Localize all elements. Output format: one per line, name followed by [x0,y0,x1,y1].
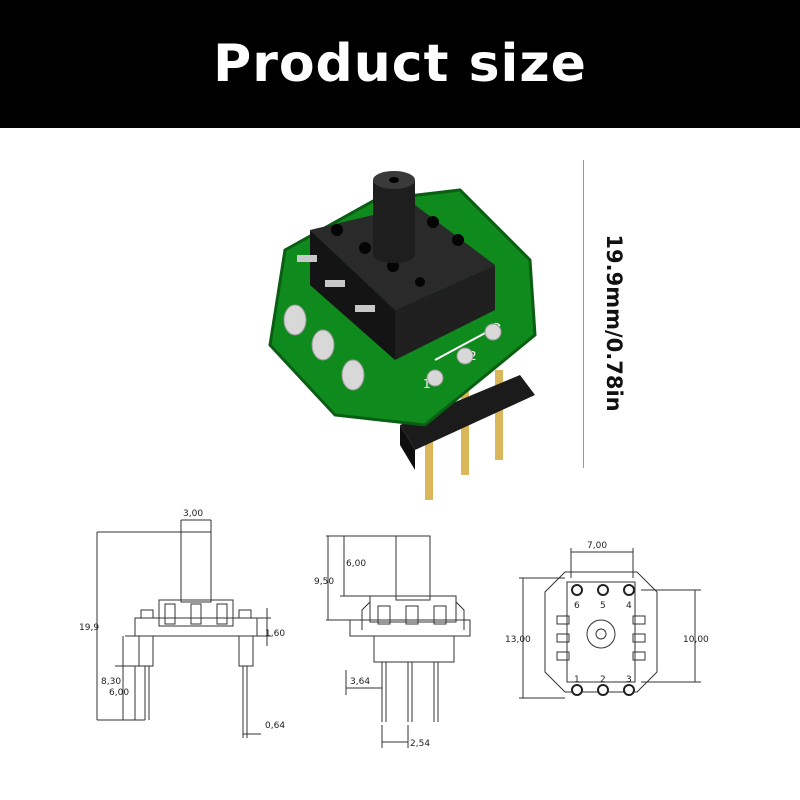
sensor-photo: 1 2 3 [268,171,537,500]
pin-number: 3 [626,675,632,685]
sensor-nozzle [373,180,415,255]
solder-pad [341,359,365,391]
dim-nozzle-height: 6,00 [346,559,366,569]
side-view-drawing: 3,00 19,9 1,60 8,30 6,00 0,64 [79,509,285,738]
pin-header-block [400,375,535,450]
pin-hole [597,684,609,696]
pin-hole [623,684,635,696]
dim-offset: 3,64 [350,677,370,687]
pin-number: 4 [626,601,632,611]
height-dimension-line [583,160,584,468]
dim-inner-height: 10,00 [683,635,709,645]
dim-total-height: 19,9 [79,623,99,633]
dim-body-height: 1,60 [265,629,285,639]
dim-pitch: 2,54 [410,739,430,749]
front-view-drawing: 6,00 9,50 3,64 2,54 [314,535,471,749]
solder-pad [484,323,502,341]
header-pin [425,390,433,500]
dim-outer-height: 13,00 [505,635,531,645]
pin-hole [623,584,635,596]
pin-hole [597,584,609,596]
height-dimension-wrapper: 19.9mm/0.78in [596,228,632,418]
silk-label: 1 [423,377,431,391]
solder-pad [283,304,307,336]
dim-inner-width: 7,00 [587,541,607,551]
top-view-drawing: 7,00 13,00 10,00 6 5 4 1 2 3 [505,541,709,699]
header-pin [495,370,503,460]
pin-number: 6 [574,601,580,611]
pin-number: 5 [600,601,606,611]
dim-upper-height: 9,50 [314,577,334,587]
page-title: Product size [213,34,587,94]
dim-pin-width: 0,64 [265,721,285,731]
dim-pin-length: 6,00 [109,688,129,698]
solder-pad [426,369,444,387]
header-pin [461,380,469,475]
header-banner: Product size [0,0,800,128]
solder-pad [456,347,474,365]
pin-hole [571,584,583,596]
solder-pad [311,329,335,361]
dim-pin-total: 8,30 [101,677,121,687]
pin-number: 2 [600,675,606,685]
dim-top-width: 3,00 [183,509,203,519]
height-dimension-label: 19.9mm/0.78in [602,234,626,412]
pin-hole [571,684,583,696]
pin-number: 1 [574,675,580,685]
